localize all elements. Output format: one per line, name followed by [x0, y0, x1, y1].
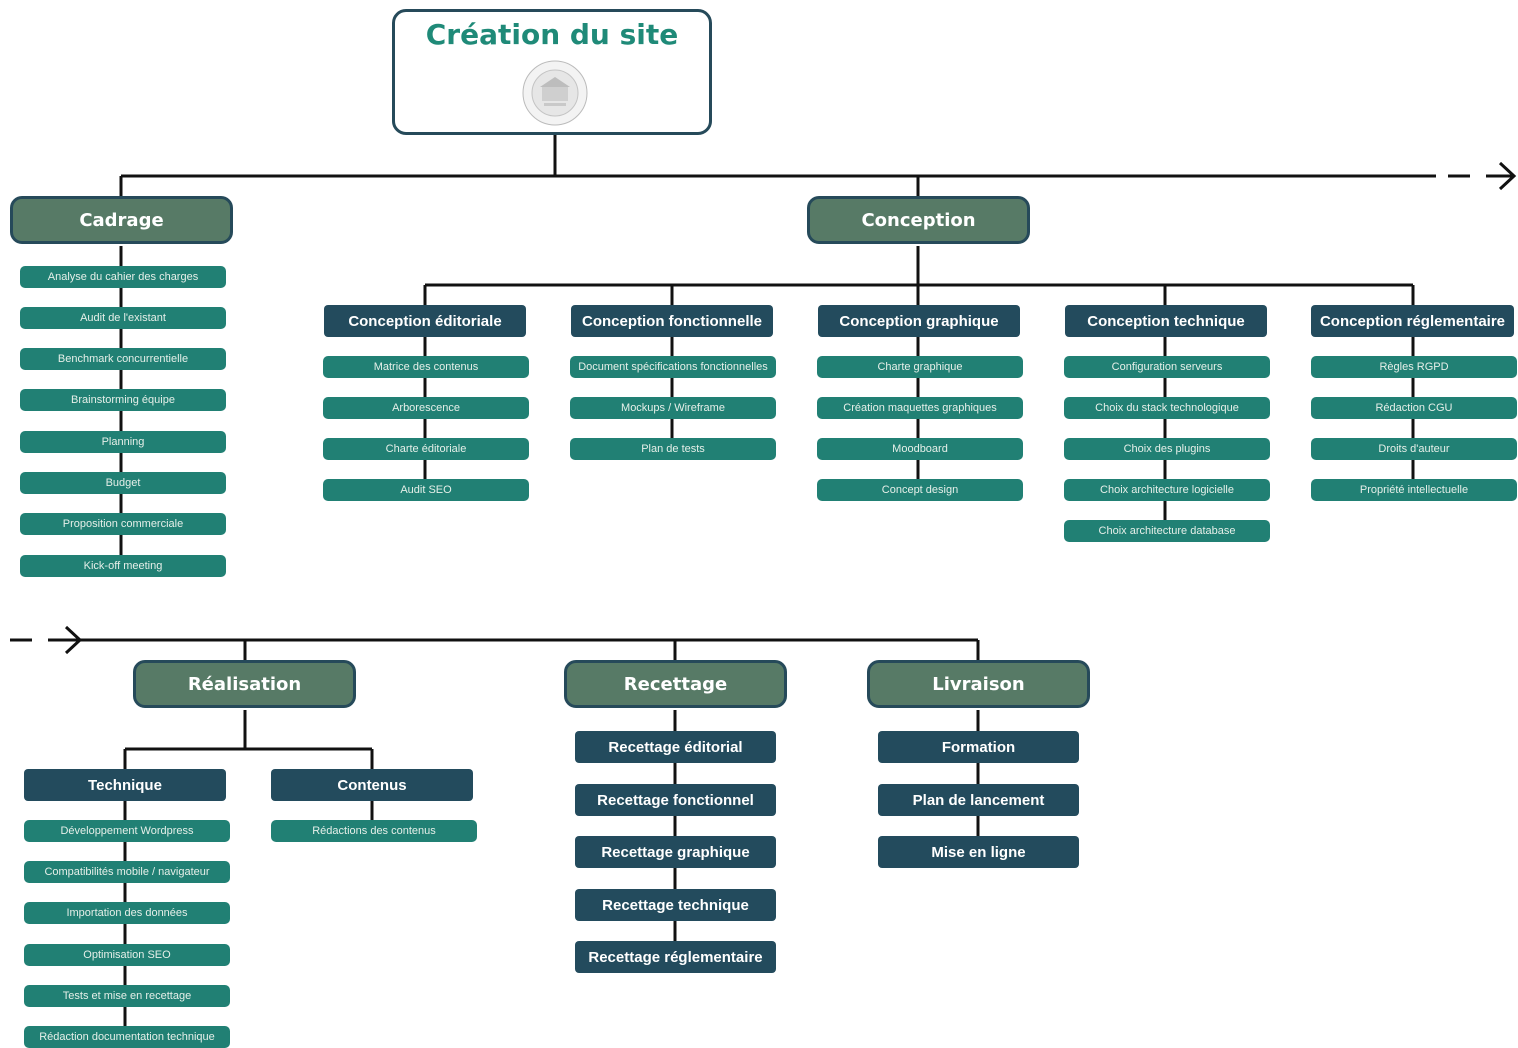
task-cadrage[interactable]: Proposition commerciale	[20, 513, 226, 535]
task-recettage[interactable]: Recettage fonctionnel	[575, 784, 776, 816]
task-conception-reglementaire[interactable]: Droits d'auteur	[1311, 438, 1517, 460]
phase-cadrage[interactable]: Cadrage	[10, 196, 233, 244]
group-conception-fonctionnelle[interactable]: Conception fonctionnelle	[571, 305, 773, 337]
task-recettage[interactable]: Recettage éditorial	[575, 731, 776, 763]
task-cadrage[interactable]: Analyse du cahier des charges	[20, 266, 226, 288]
task-cadrage[interactable]: Budget	[20, 472, 226, 494]
group-conception-editoriale[interactable]: Conception éditoriale	[324, 305, 526, 337]
task-conception-fonctionnelle[interactable]: Document spécifications fonctionnelles	[570, 356, 776, 378]
task-conception-technique[interactable]: Configuration serveurs	[1064, 356, 1270, 378]
phase-realisation[interactable]: Réalisation	[133, 660, 356, 708]
task-conception-editoriale[interactable]: Matrice des contenus	[323, 356, 529, 378]
phase-conception[interactable]: Conception	[807, 196, 1030, 244]
task-technique[interactable]: Développement Wordpress	[24, 820, 230, 842]
phase-livraison[interactable]: Livraison	[867, 660, 1090, 708]
task-conception-fonctionnelle[interactable]: Plan de tests	[570, 438, 776, 460]
group-conception-technique[interactable]: Conception technique	[1065, 305, 1267, 337]
task-cadrage[interactable]: Brainstorming équipe	[20, 389, 226, 411]
task-livraison[interactable]: Plan de lancement	[878, 784, 1079, 816]
group-conception-reglementaire[interactable]: Conception réglementaire	[1311, 305, 1514, 337]
group-technique[interactable]: Technique	[24, 769, 226, 801]
task-cadrage[interactable]: Benchmark concurrentielle	[20, 348, 226, 370]
task-conception-reglementaire[interactable]: Propriété intellectuelle	[1311, 479, 1517, 501]
task-conception-technique[interactable]: Choix des plugins	[1064, 438, 1270, 460]
phase-recettage[interactable]: Recettage	[564, 660, 787, 708]
task-conception-reglementaire[interactable]: Règles RGPD	[1311, 356, 1517, 378]
task-technique[interactable]: Rédaction documentation technique	[24, 1026, 230, 1048]
task-conception-editoriale[interactable]: Audit SEO	[323, 479, 529, 501]
task-recettage[interactable]: Recettage technique	[575, 889, 776, 921]
task-conception-fonctionnelle[interactable]: Mockups / Wireframe	[570, 397, 776, 419]
task-cadrage[interactable]: Kick-off meeting	[20, 555, 226, 577]
task-conception-graphique[interactable]: Charte graphique	[817, 356, 1023, 378]
task-technique[interactable]: Tests et mise en recettage	[24, 985, 230, 1007]
task-recettage[interactable]: Recettage réglementaire	[575, 941, 776, 973]
task-conception-graphique[interactable]: Concept design	[817, 479, 1023, 501]
group-conception-graphique[interactable]: Conception graphique	[818, 305, 1020, 337]
task-technique[interactable]: Compatibilités mobile / navigateur	[24, 861, 230, 883]
task-recettage[interactable]: Recettage graphique	[575, 836, 776, 868]
task-livraison[interactable]: Formation	[878, 731, 1079, 763]
task-cadrage[interactable]: Audit de l'existant	[20, 307, 226, 329]
task-conception-graphique[interactable]: Moodboard	[817, 438, 1023, 460]
group-contenus[interactable]: Contenus	[271, 769, 473, 801]
root-node: Création du site	[392, 9, 712, 135]
task-cadrage[interactable]: Planning	[20, 431, 226, 453]
root-title: Création du site	[425, 18, 679, 51]
task-conception-technique[interactable]: Choix architecture logicielle	[1064, 479, 1270, 501]
task-conception-reglementaire[interactable]: Rédaction CGU	[1311, 397, 1517, 419]
task-technique[interactable]: Importation des données	[24, 902, 230, 924]
task-conception-graphique[interactable]: Création maquettes graphiques	[817, 397, 1023, 419]
task-contenus[interactable]: Rédactions des contenus	[271, 820, 477, 842]
task-conception-editoriale[interactable]: Charte éditoriale	[323, 438, 529, 460]
task-technique[interactable]: Optimisation SEO	[24, 944, 230, 966]
task-conception-technique[interactable]: Choix du stack technologique	[1064, 397, 1270, 419]
logo-seal-icon	[522, 60, 588, 126]
task-livraison[interactable]: Mise en ligne	[878, 836, 1079, 868]
task-conception-technique[interactable]: Choix architecture database	[1064, 520, 1270, 542]
task-conception-editoriale[interactable]: Arborescence	[323, 397, 529, 419]
